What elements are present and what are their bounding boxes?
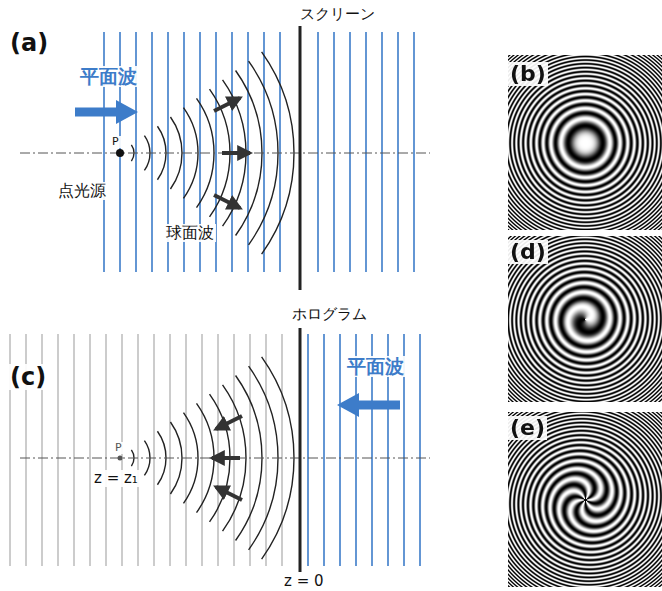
wave-label: 平面波 [78,66,139,87]
screen-label: スクリーン [298,6,377,23]
panel-letter: (d) [508,240,548,264]
panel-letter: (b) [508,62,548,86]
position-label: z = 0 [282,573,326,590]
position-label: z = z₁ [92,470,140,487]
wave-label: 球面波 [164,224,216,242]
wave-label: 平面波 [345,356,406,377]
point-label: P [113,442,124,454]
panel-letter: (e) [508,416,547,440]
source-label: 点光源 [56,182,108,200]
panel-letter: (a) [8,30,50,56]
hologram-label: ホログラム [290,306,369,323]
panel-letter: (c) [8,364,48,390]
point-label: P [110,136,121,148]
